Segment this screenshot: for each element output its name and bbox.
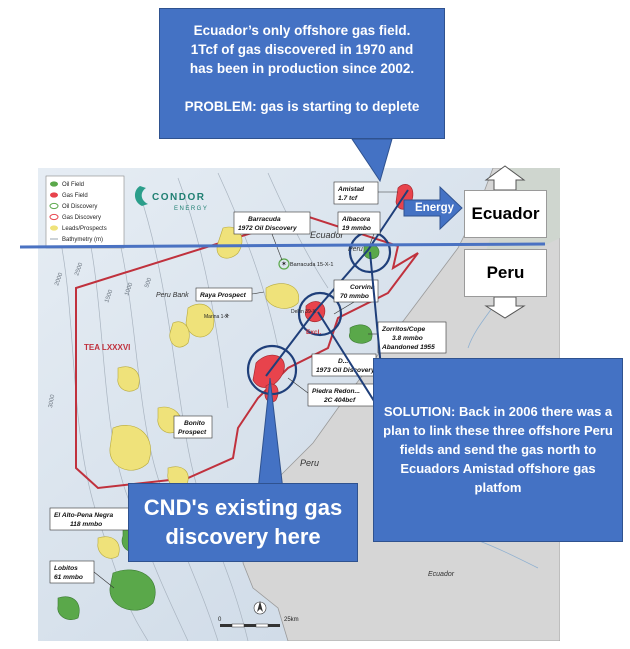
svg-text:Barracuda: Barracuda	[248, 216, 281, 223]
logo-subtext: ENERGY	[174, 206, 208, 212]
svg-text:Corvina: Corvina	[350, 284, 375, 291]
svg-text:0: 0	[218, 617, 222, 623]
piedra-redonda-box: Piedra Redon... 2C 404bcf	[307, 383, 375, 407]
barracuda-discovery	[278, 258, 290, 270]
bonito-box: Bonito Prospect	[173, 415, 213, 439]
ecuador-map-label: Ecuador	[310, 230, 345, 240]
prospects	[97, 226, 300, 559]
el-alto-box: El Alto-Pena Negra 118 mmbo	[49, 507, 133, 531]
legend-oil-discovery-swatch	[49, 202, 59, 210]
svg-text:70 mmbo: 70 mmbo	[340, 293, 369, 300]
svg-text:Piedra Redon...: Piedra Redon...	[312, 388, 360, 395]
peru-land-label: Peru	[300, 458, 319, 468]
problem-line-4: PROBLEM: gas is starting to deplete	[184, 99, 420, 114]
discovery-callout: CND's existing gas discovery here	[128, 483, 358, 562]
legend-leads-label: Leads/Prospects	[62, 226, 107, 232]
excl-label: Excl.	[306, 329, 321, 336]
svg-text:El Alto-Pena Negra: El Alto-Pena Negra	[54, 512, 113, 519]
problem-callout: Ecuador’s only offshore gas field. 1Tcf …	[159, 8, 445, 139]
svg-text:Prospect: Prospect	[178, 429, 207, 436]
field-labels: Amistad 1.7 tcf Albacora 19 mmbo Barracu…	[49, 181, 447, 584]
peru-small-map-label: Peru	[348, 246, 363, 253]
zorritos-box: Zorritos/Cope 3.8 mmbo Abandoned 1955	[377, 321, 447, 354]
legend-gas-field-label: Gas Field	[62, 193, 88, 199]
problem-line-2: 1Tcf of gas discovered in 1970 and	[190, 42, 414, 57]
amistad-box: Amistad 1.7 tcf	[333, 181, 379, 205]
solution-callout: SOLUTION: Back in 2006 there was a plan …	[373, 358, 623, 542]
legend-gas-discovery-label: Gas Discovery	[62, 215, 101, 221]
svg-text:3000: 3000	[48, 394, 56, 409]
svg-text:1500: 1500	[104, 288, 114, 303]
bottom-callout-pointer	[257, 377, 284, 491]
corvina-box: Corvina 70 mmbo	[333, 279, 379, 303]
svg-text:61 mmbo: 61 mmbo	[54, 574, 83, 581]
peru-bank-label: Peru Bank	[156, 292, 189, 299]
logo-text: CONDOR	[152, 192, 205, 203]
svg-text:Albacora: Albacora	[341, 216, 371, 223]
svg-text:25km: 25km	[284, 617, 299, 623]
tea-block-label: TEA LXXXVI	[84, 343, 130, 352]
country-border-line	[19, 242, 546, 249]
barracuda-well-label: Barracuda 15-X-1	[290, 262, 333, 268]
legend-oil-field-swatch	[50, 181, 58, 187]
svg-text:1.7 tcf: 1.7 tcf	[338, 195, 358, 202]
svg-text:1972 Oil Discovery: 1972 Oil Discovery	[238, 225, 297, 232]
legend-bathymetry-label: Bathymetry (m)	[62, 237, 103, 243]
ecuador-land-label: Ecuador	[428, 571, 455, 578]
condor-logo: CONDOR ENERGY	[134, 186, 208, 212]
delfin-well-label: Delfin 39-X	[291, 309, 316, 315]
down-arrow-icon	[484, 296, 526, 319]
energy-arrow	[403, 185, 463, 231]
svg-text:500: 500	[144, 277, 153, 289]
problem-line-3: has been in production since 2002.	[189, 61, 415, 76]
legend-leads-swatch	[50, 225, 58, 231]
legend-oil-discovery-label: Oil Discovery	[62, 204, 97, 210]
bathymetry-values: 2000 2500 1500 1000 500 3000	[48, 261, 153, 408]
svg-text:1000: 1000	[124, 281, 134, 296]
peru-box: Peru	[464, 249, 547, 297]
top-callout-pointer	[351, 138, 393, 183]
svg-text:2000: 2000	[54, 271, 64, 286]
legend-oil-field-label: Oil Field	[62, 182, 84, 188]
barracuda-box: Barracuda 1972 Oil Discovery	[233, 211, 311, 235]
corvina-highlight	[297, 291, 343, 337]
up-arrow-icon	[484, 165, 526, 191]
svg-text:Amistad: Amistad	[337, 186, 365, 193]
barracuda-well-marker: ✶	[281, 260, 287, 268]
legend-gas-field-swatch	[50, 192, 58, 198]
bathymetry-contours	[57, 172, 329, 642]
svg-text:3.8 mmbo: 3.8 mmbo	[392, 335, 423, 342]
svg-text:118 mmbo: 118 mmbo	[70, 521, 102, 528]
legend-gas-discovery-swatch	[49, 213, 59, 221]
energy-label: Energy	[415, 202, 454, 214]
svg-text:2500: 2500	[74, 261, 84, 276]
svg-text:Raya Prospect: Raya Prospect	[200, 292, 247, 299]
svg-text:1973 Oil Discovery: 1973 Oil Discovery	[316, 367, 375, 374]
svg-text:Zorritos/Cope: Zorritos/Cope	[381, 326, 426, 333]
marina-well-marker: ✧	[224, 312, 230, 320]
north-arrow	[253, 601, 267, 615]
scale-bar: 0 25km	[218, 617, 299, 628]
marina-well-label: Marina 1-X	[204, 314, 229, 320]
svg-text:2C 404bcf: 2C 404bcf	[323, 397, 356, 404]
svg-text:19 mmbo: 19 mmbo	[342, 225, 371, 232]
svg-text:Abandoned 1955: Abandoned 1955	[381, 344, 435, 351]
problem-line-1: Ecuador’s only offshore gas field.	[193, 23, 411, 38]
ecuador-box: Ecuador	[464, 190, 547, 238]
raya-box: Raya Prospect	[195, 287, 253, 302]
svg-text:Lobitos: Lobitos	[54, 565, 78, 572]
legend: Oil Field Gas Field Oil Discovery Gas Di…	[45, 175, 125, 249]
svg-text:D...: D...	[338, 358, 348, 365]
albacora-box: Albacora 19 mmbo	[337, 211, 381, 235]
svg-text:Bonito: Bonito	[184, 420, 205, 427]
lobitos-box: Lobitos 61 mmbo	[49, 560, 95, 584]
